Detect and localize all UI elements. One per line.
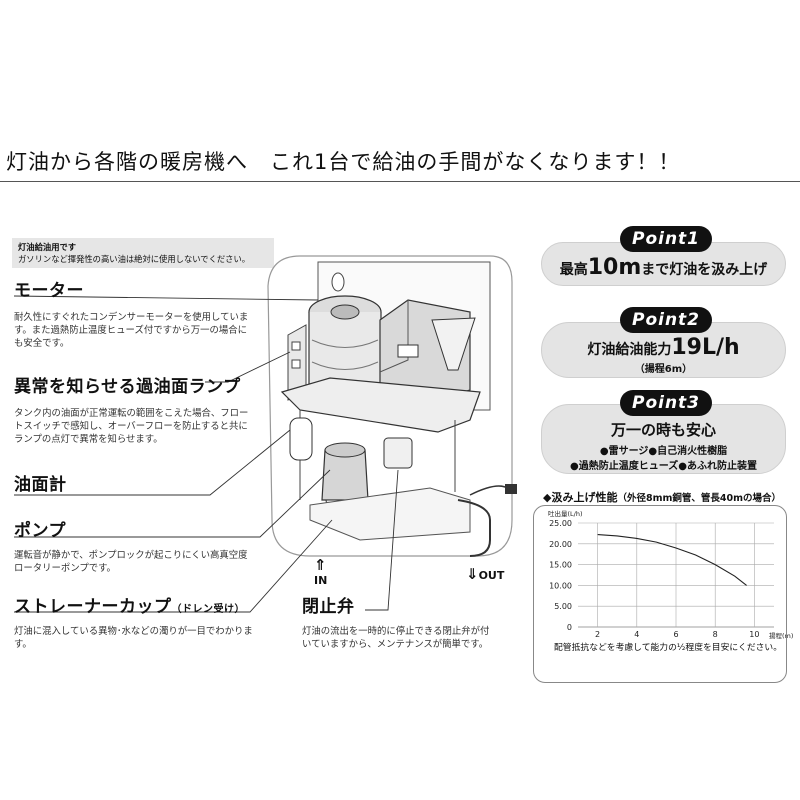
leader-pump [14, 469, 331, 538]
bracket-screw-1 [291, 341, 301, 351]
up-arrow-icon: ⇑ [314, 556, 327, 574]
chart-y-tick-label: 0 [567, 623, 572, 632]
feature-motor-desc: 耐久性にすぐれたコンデンサーモーターを使用しています。また過熱防止温度ヒューズ付… [14, 312, 249, 349]
chart-ylabel: 吐出量(L/h) [548, 509, 583, 518]
outlet-label-text: OUT [478, 569, 505, 582]
housing-base [309, 487, 471, 541]
chart-x-tick-label: 6 [673, 630, 678, 639]
chart-x-ticks: 2 4 6 8 10 [595, 630, 759, 639]
inlet-label: ⇑IN [314, 556, 327, 587]
housing-outline [267, 255, 513, 557]
chart-xlabel: 揚程(m) [769, 631, 793, 640]
pumping-performance-chart: 吐出量(L/h) 揚程(m) 25.00 20.00 15.00 10.00 5.00 0… [548, 509, 793, 640]
indicator-lamps [397, 344, 419, 358]
pump-top [324, 442, 366, 458]
inlet-label-text: IN [314, 574, 328, 587]
point-2-value: 19L/h [671, 335, 740, 360]
feature-strainer-title-main: ストレーナーカップ [14, 597, 172, 617]
feature-motor-title: モーター [14, 281, 84, 301]
float-funnel [431, 317, 476, 371]
feature-oil-gauge: 油面計 [14, 470, 284, 495]
hanging-hole [331, 272, 345, 292]
control-edge [379, 300, 409, 373]
feature-pump-title: ポンプ [14, 521, 66, 541]
warning-box: 灯油給油用です ガソリンなど揮発性の高い油は絶対に使用しないでください。 [12, 238, 274, 268]
chart-title: ◆汲み上げ性能（外径8mm銅管、管長40mの場合） [543, 489, 781, 505]
chart-note: 配管抵抗などを考慮して能力の½程度を目安にください。 [554, 643, 783, 653]
chart-title-main: ◆汲み上げ性能 [543, 491, 618, 504]
feature-overflow-lamp: 異常を知らせる過油面ランプ タンク内の油面が正常運転の範囲をこえた場合、フロート… [14, 372, 284, 446]
chart-x-tick-label: 10 [749, 630, 759, 639]
feature-strainer: ストレーナーカップ（ドレン受け） 灯油に混入している異物･水などの濁りが一目でわ… [14, 592, 284, 651]
chart-y-tick-label: 15.00 [549, 561, 572, 570]
point-2-badge: Point2 [620, 307, 712, 333]
chart-x-tick-label: 2 [595, 630, 600, 639]
down-arrow-icon: ⇓ [466, 565, 479, 583]
bracket-screw-2 [291, 359, 301, 369]
feature-pump: ポンプ 運転音が静かで、ポンプロックが起こりにくい高真空度ロータリーポンプです。 [14, 516, 284, 575]
leader-strainer [14, 519, 333, 613]
point-1-pre: 最高 [559, 262, 588, 278]
chart-x-tick-label: 4 [634, 630, 639, 639]
point-3-sub-1: ●雷サージ●自己消火性樹脂 [599, 446, 728, 457]
outlet-pipe [457, 499, 491, 557]
feature-shutoff-valve: 閉止弁 灯油の流出を一時的に停止できる閉止弁が付いていますから、メンテナンスが簡… [302, 592, 502, 651]
warning-line-2: ガソリンなど揮発性の高い油は絶対に使用しないでください。 [18, 254, 251, 264]
point-3-sub-2: ●過熱防止温度ヒューズ●あふれ防止装置 [570, 461, 757, 472]
point-1-text: 最高10mまで灯油を汲み上げ [542, 255, 785, 280]
power-plug [505, 484, 517, 494]
float-switch [289, 417, 313, 461]
feature-oil-gauge-title: 油面計 [14, 475, 67, 495]
point-2-text: 灯油給油能力19L/h [542, 335, 785, 360]
feature-strainer-desc: 灯油に混入している異物･水などの濁りが一目でわかります。 [14, 626, 253, 650]
point-2-pre: 灯油給油能力 [587, 342, 672, 358]
motor-ribs [311, 339, 379, 370]
page-headline: 灯油から各階の暖房機へ これ1台で給油の手間がなくなります！！ [6, 150, 681, 174]
motor-cap [330, 304, 360, 320]
leader-lamp [205, 351, 291, 383]
chart-title-condition: （外径8mm銅管、管長40mの場合） [617, 493, 781, 504]
feature-shutoff-valve-title: 閉止弁 [302, 597, 355, 617]
chart-y-tick-label: 5.00 [554, 602, 572, 611]
leader-valve [365, 469, 399, 611]
point-3-badge: Point3 [620, 390, 712, 416]
leader-gauge [14, 429, 291, 496]
feature-shutoff-valve-desc: 灯油の流出を一時的に停止できる閉止弁が付いていますから、メンテナンスが簡単です。 [302, 626, 490, 650]
feature-pump-desc: 運転音が静かで、ポンプロックが起こりにくい高真空度ロータリーポンプです。 [14, 550, 248, 574]
feature-motor: モーター 耐久性にすぐれたコンデンサーモーターを使用しています。また過熱防止温度… [14, 276, 284, 350]
point-3-text: 万一の時も安心 [610, 421, 716, 439]
feature-overflow-lamp-title: 異常を知らせる過油面ランプ [14, 377, 241, 397]
shutoff-valve [383, 437, 413, 469]
power-cord [469, 485, 511, 496]
chart-y-tick-label: 20.00 [549, 540, 572, 549]
feature-strainer-title: ストレーナーカップ（ドレン受け） [14, 592, 284, 617]
feature-strainer-title-suffix: （ドレン受け） [171, 604, 245, 615]
warning-line-1: 灯油給油用です [18, 242, 77, 252]
outlet-label: ⇓OUT [466, 565, 504, 583]
feature-overflow-lamp-desc: タンク内の油面が正常運転の範囲をこえた場合、フロートスイッチで感知し、オーバーフ… [14, 408, 249, 445]
leader-motor [13, 295, 319, 301]
chart-y-ticks: 25.00 20.00 15.00 10.00 5.00 0 [549, 519, 572, 632]
leader-lines [13, 295, 399, 613]
headline-divider [0, 181, 800, 182]
point-1-badge: Point1 [620, 226, 712, 252]
chart-x-tick-label: 8 [713, 630, 718, 639]
point-1-value: 10m [587, 255, 642, 280]
chart-grid [578, 522, 774, 628]
point-2-sub: （揚程6m） [634, 364, 693, 375]
chart-y-tick-label: 25.00 [549, 519, 572, 528]
point-1-post: まで灯油を汲み上げ [641, 262, 768, 278]
performance-curve [597, 534, 747, 586]
chart-frame [533, 505, 787, 683]
chart-y-tick-label: 10.00 [549, 581, 572, 590]
